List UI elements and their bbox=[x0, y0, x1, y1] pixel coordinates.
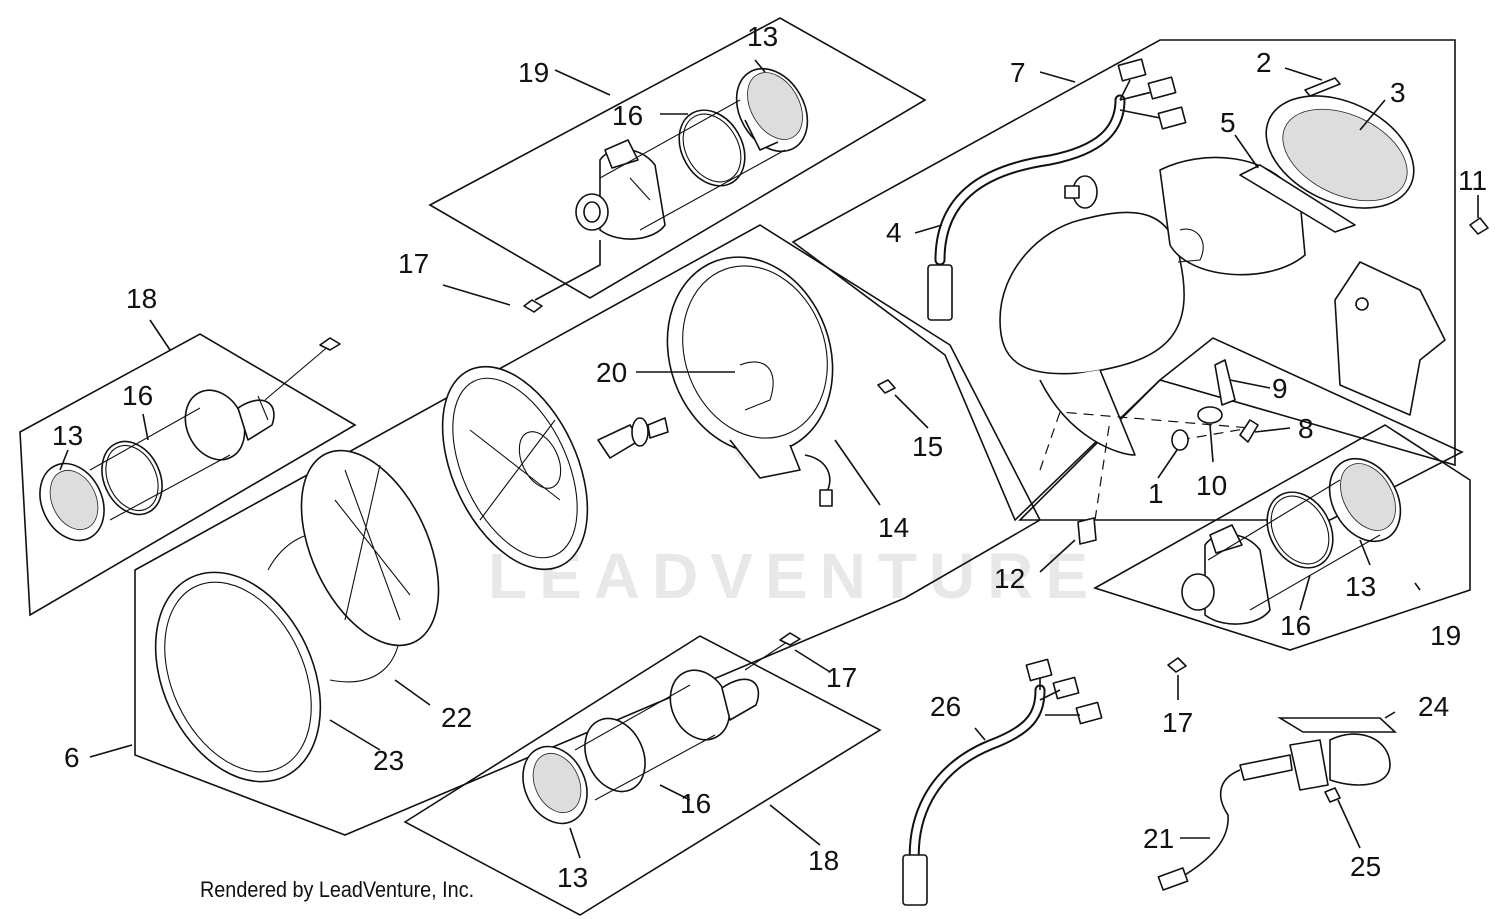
pigtail-21 bbox=[1157, 769, 1241, 891]
group-frame-18-bottom bbox=[403, 635, 882, 916]
callout-15: 15 bbox=[912, 431, 943, 462]
callout-16-left: 16 bbox=[122, 380, 153, 411]
callout-16-bottom: 16 bbox=[680, 788, 711, 819]
callout-10: 10 bbox=[1196, 470, 1227, 501]
headlight-bucket bbox=[666, 256, 834, 507]
headlight-bulb bbox=[597, 417, 669, 459]
callout-21: 21 bbox=[1143, 823, 1174, 854]
callout-20: 20 bbox=[596, 357, 627, 388]
harness-4 bbox=[927, 58, 1187, 321]
screw-15 bbox=[877, 379, 896, 394]
headlight-reflector bbox=[441, 365, 589, 571]
group-frame-24 bbox=[1277, 717, 1398, 733]
led-lens-top bbox=[735, 67, 809, 153]
license-lamp-24 bbox=[1239, 733, 1391, 791]
group-frame-taillight bbox=[791, 39, 1456, 522]
callout-19-right: 19 bbox=[1430, 620, 1461, 651]
credit-line: Rendered by LeadVenture, Inc. bbox=[200, 877, 475, 902]
washer-10 bbox=[1197, 406, 1223, 424]
bolt-8 bbox=[1239, 419, 1259, 443]
callout-13-left: 13 bbox=[52, 420, 83, 451]
callout-13-bottom: 13 bbox=[557, 862, 588, 893]
callout-11: 11 bbox=[1458, 165, 1487, 196]
seal-ring-left bbox=[101, 440, 163, 516]
led-lens-bottom bbox=[522, 745, 588, 825]
tail-light-base bbox=[1159, 156, 1306, 276]
mount-dash-line bbox=[1039, 411, 1251, 521]
callout-22: 22 bbox=[441, 702, 472, 733]
tail-light-bulb bbox=[1064, 175, 1098, 209]
callout-13-right: 13 bbox=[1345, 571, 1376, 602]
screw-25 bbox=[1324, 787, 1341, 803]
screw-17-left bbox=[319, 337, 341, 351]
tail-light-lens bbox=[1265, 95, 1415, 209]
callout-18-bottom: 18 bbox=[808, 845, 839, 876]
callout-8: 8 bbox=[1298, 413, 1314, 444]
lens-gasket-5 bbox=[1239, 164, 1356, 233]
callout-1: 1 bbox=[1148, 478, 1164, 509]
callout-14: 14 bbox=[878, 512, 909, 543]
callout-13-top: 13 bbox=[747, 21, 778, 52]
callout-17-bottom: 17 bbox=[826, 662, 857, 693]
washer-1 bbox=[1171, 429, 1189, 451]
group-frame-18-left bbox=[19, 333, 357, 617]
seal-ring-top bbox=[678, 109, 746, 187]
headlight-lens bbox=[300, 449, 440, 647]
leader-lines bbox=[59, 59, 1479, 859]
callout-17-top: 17 bbox=[398, 248, 429, 279]
group-frame-19-top bbox=[428, 17, 927, 299]
led-lens-left bbox=[39, 462, 105, 542]
screw-11 bbox=[1469, 217, 1489, 235]
callout-18-left: 18 bbox=[126, 283, 157, 314]
callout-3: 3 bbox=[1390, 77, 1406, 108]
group-frame-19-right bbox=[1093, 424, 1471, 651]
callout-12: 12 bbox=[994, 563, 1025, 594]
callout-23: 23 bbox=[373, 745, 404, 776]
license-plate-bracket bbox=[1334, 261, 1446, 416]
callout-4: 4 bbox=[886, 217, 902, 248]
bolt-9 bbox=[1214, 359, 1236, 406]
callout-26: 26 bbox=[930, 691, 961, 722]
callout-25: 25 bbox=[1350, 851, 1381, 882]
watermark-text: LEADVENTURE bbox=[488, 540, 1100, 612]
callout-5: 5 bbox=[1220, 107, 1236, 138]
group-frame-headlight bbox=[134, 224, 1042, 836]
callout-16-right: 16 bbox=[1280, 610, 1311, 641]
grommet-12 bbox=[1077, 517, 1097, 545]
screw-17-top bbox=[523, 299, 543, 313]
callout-9: 9 bbox=[1272, 373, 1288, 404]
callout-7: 7 bbox=[1010, 57, 1026, 88]
tail-light-housing bbox=[999, 211, 1185, 456]
screw-17-right bbox=[1167, 657, 1187, 673]
seal-ring-right bbox=[1266, 491, 1334, 569]
turn-signal-housing-bottom bbox=[669, 669, 760, 741]
callout-2: 2 bbox=[1256, 47, 1272, 78]
led-lens-right bbox=[1328, 457, 1402, 543]
callout-numbers: 2 3 5 7 4 11 9 8 10 1 12 19 13 16 17 18 … bbox=[52, 21, 1487, 893]
callout-24: 24 bbox=[1418, 691, 1449, 722]
screw-2 bbox=[1304, 77, 1341, 97]
screw-17-bottom bbox=[779, 632, 801, 646]
callout-16-top: 16 bbox=[612, 100, 643, 131]
turn-signal-housing-top bbox=[575, 139, 666, 240]
callout-6: 6 bbox=[64, 742, 80, 773]
callout-17-right: 17 bbox=[1162, 707, 1193, 738]
turn-signal-housing-left bbox=[184, 389, 275, 461]
seal-ring-bottom bbox=[584, 717, 646, 793]
harness-26 bbox=[902, 658, 1103, 906]
callout-19-top: 19 bbox=[518, 57, 549, 88]
headlight-trim-ring bbox=[154, 571, 322, 783]
turn-signal-housing-right bbox=[1181, 524, 1271, 625]
